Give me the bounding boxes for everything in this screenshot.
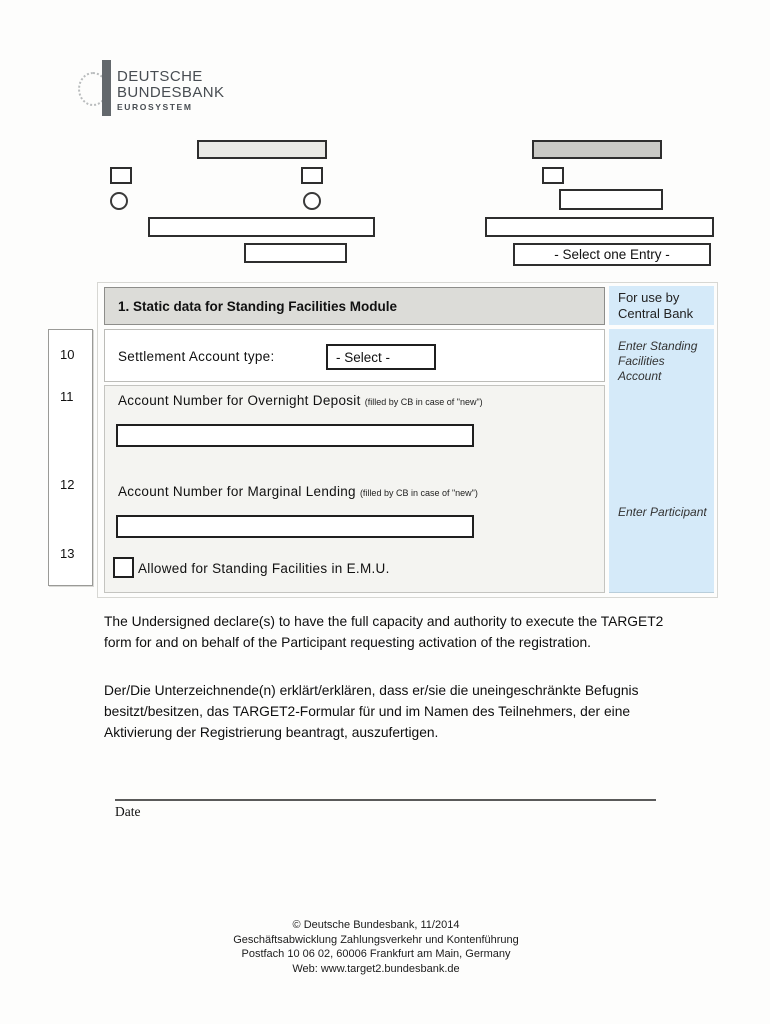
- cb-note-standing-facilities: Enter Standing Facilities Account: [618, 339, 698, 383]
- emu-allowed-label: Allowed for Standing Facilities in E.M.U…: [138, 561, 390, 576]
- overnight-deposit-label: Account Number for Overnight Deposit (fi…: [118, 393, 483, 408]
- field-short-left[interactable]: [244, 243, 347, 263]
- logo-line-deutsche: DEUTSCHE: [117, 68, 203, 85]
- declaration-english: The Undersigned declare(s) to have the f…: [104, 614, 664, 650]
- static-data-table: [97, 282, 718, 598]
- footer-copyright: © Deutsche Bundesbank, 11/2014: [292, 919, 460, 931]
- logo-bar: [102, 60, 111, 116]
- checkbox-left-1[interactable]: [110, 167, 132, 184]
- field-bar-left[interactable]: [197, 140, 327, 159]
- settlement-account-type-select[interactable]: - Select -: [326, 344, 436, 370]
- radio-left-2[interactable]: [303, 192, 321, 210]
- field-long-left[interactable]: [148, 217, 375, 237]
- page-footer: © Deutsche Bundesbank, 11/2014 Geschäfts…: [0, 918, 752, 976]
- central-bank-column: Enter Standing Facilities Account Enter …: [609, 329, 714, 593]
- field-mid-right[interactable]: [559, 189, 663, 210]
- row-number-12: 12: [60, 477, 75, 492]
- entry-select-dropdown[interactable]: - Select one Entry -: [513, 243, 711, 266]
- logo-line-bundesbank: BUNDESBANK: [117, 83, 225, 101]
- settlement-account-type-label: Settlement Account type:: [118, 349, 275, 364]
- footer-address: Postfach 10 06 02, 60006 Frankfurt am Ma…: [241, 948, 511, 960]
- row-number-10: 10: [60, 347, 75, 362]
- checkbox-left-2[interactable]: [301, 167, 323, 184]
- checkbox-right-1[interactable]: [542, 167, 564, 184]
- cb-note-participant: Enter Participant: [618, 505, 707, 519]
- table-section-header: 1. Static data for Standing Facilities M…: [104, 287, 605, 325]
- central-bank-column-header: For use by Central Bank: [609, 286, 714, 325]
- logo-line-eurosystem: EUROSYSTEM: [117, 102, 193, 112]
- date-label: Date: [115, 804, 141, 819]
- marginal-lending-hint: (filled by CB in case of "new"): [359, 488, 478, 498]
- declaration-german: Der/Die Unterzeichnende(n) erklärt/erklä…: [104, 683, 639, 740]
- overnight-deposit-account-input[interactable]: [116, 424, 474, 447]
- row-number-column: 10 11 12 13: [48, 329, 93, 586]
- marginal-lending-account-input[interactable]: [116, 515, 474, 538]
- overnight-deposit-hint: (filled by CB in case of "new"): [364, 397, 483, 407]
- logo-text: DEUTSCHE BUNDESBANK EUROSYSTEM: [117, 69, 224, 112]
- rows-11-to-13: Account Number for Overnight Deposit (fi…: [104, 385, 605, 593]
- bundesbank-logo: DEUTSCHE BUNDESBANK EUROSYSTEM: [76, 60, 336, 120]
- footer-web: Web: www.target2.bundesbank.de: [292, 962, 460, 975]
- row-number-11: 11: [60, 389, 74, 404]
- emu-allowed-checkbox[interactable]: [113, 557, 134, 578]
- signature-line: [115, 799, 656, 801]
- radio-left-1[interactable]: [110, 192, 128, 210]
- row-number-13: 13: [60, 546, 75, 561]
- field-long-right[interactable]: [485, 217, 714, 237]
- marginal-lending-label: Account Number for Marginal Lending (fil…: [118, 484, 478, 499]
- row-settlement-account-type: Settlement Account type: - Select -: [104, 329, 605, 382]
- field-bar-right[interactable]: [532, 140, 662, 159]
- footer-department: Geschäftsabwicklung Zahlungsverkehr und …: [233, 933, 519, 946]
